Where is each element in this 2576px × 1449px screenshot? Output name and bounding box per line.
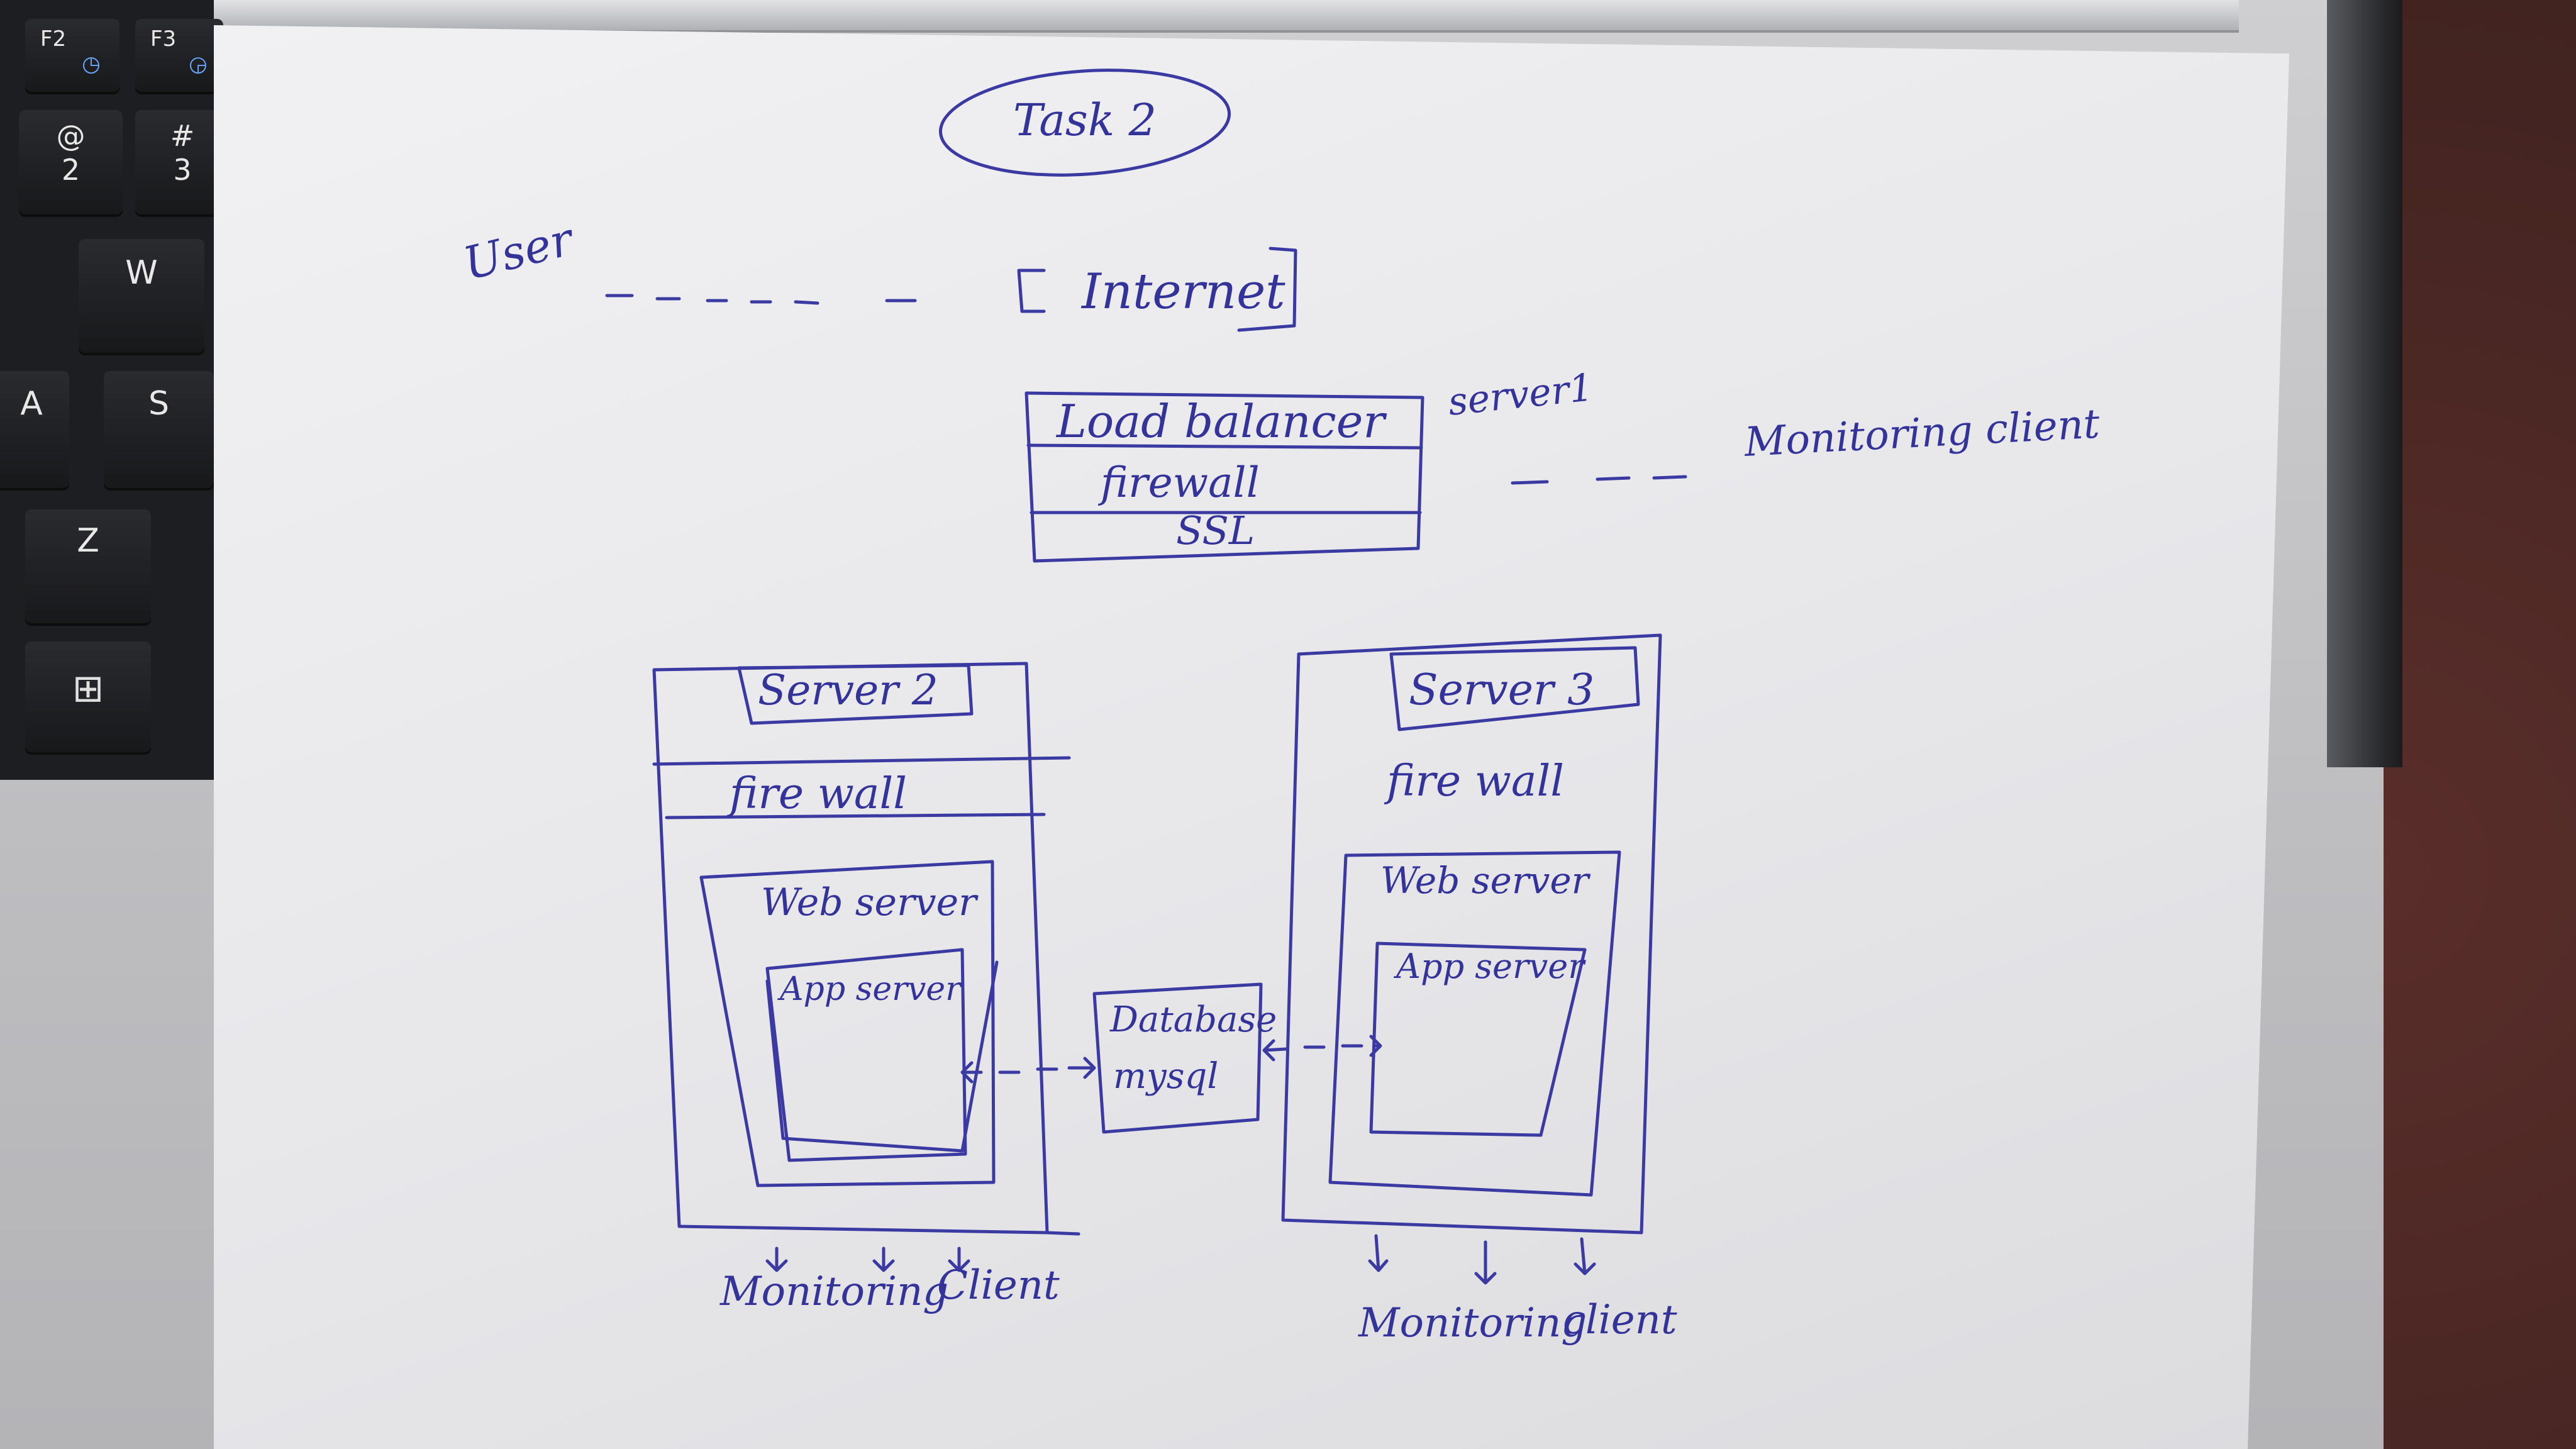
server3-client: client [1563,1297,1677,1343]
server3-label: Server 3 [1409,665,1594,715]
key-label-bottom: 2 [61,153,80,187]
server3-webserver: Web server [1380,859,1591,902]
layer-load-balancer: Load balancer [1055,395,1387,448]
server2-firewall-top [652,756,1071,766]
server3-arrow-1 [1368,1234,1389,1272]
paper-sheet [214,25,2289,1449]
key-label: F2 [40,26,67,52]
key-w: W [79,239,204,355]
layer-firewall: firewall [1097,458,1260,507]
server1-monitoring-link [1511,475,1687,485]
server2-arrow-2 [872,1246,895,1272]
server2-arrow-3 [948,1246,970,1272]
key-label-bottom: 3 [173,153,192,187]
key-label-top: @ [56,119,86,153]
server2-appserver: App server [777,970,963,1008]
key-label: S [148,385,169,423]
server3-firewall: fire wall [1384,757,1564,806]
key-2: @ 2 [19,110,123,217]
key-label: W [125,254,158,292]
key-f2: F2 ◷ [25,19,119,94]
internet-bracket-right [1237,247,1297,332]
key-z: Z [25,509,151,626]
server2-frame-tail [1045,1231,1080,1236]
server1-label: server1 [1446,365,1595,425]
database-label: Database [1109,999,1277,1040]
diagram-title: Task 2 [1013,94,1157,146]
windows-logo-icon: ⊞ [72,667,104,711]
server2-label-box [737,663,974,725]
user-internet-link [605,294,917,305]
key-label: F3 [150,26,177,52]
server2-client: Client [937,1262,1060,1309]
clock-icon: ◷ [82,52,101,77]
server2-appserver-inner [765,960,999,1153]
server3-appserver-box [1369,941,1587,1137]
key-windows: ⊞ [25,641,151,755]
server2-label: Server 2 [758,666,938,714]
layer-ssl: SSL [1176,508,1255,553]
server2-firewall: fire wall [726,769,907,819]
server2-webserver: Web server [761,880,979,924]
server2-arrow-1 [765,1246,788,1272]
server3-arrow-2 [1474,1240,1497,1285]
server1-monitoring-label: Monitoring client [1743,401,2101,466]
key-label-top: # [170,119,195,153]
server3-webserver-box [1328,850,1621,1197]
server2-db-link [960,1057,1096,1084]
database-engine: mysql [1113,1056,1218,1097]
key-f3: F3 ◶ [135,19,223,94]
server1-box [1024,391,1424,563]
laptop-hinge [214,0,2239,33]
internet-label: Internet [1080,264,1285,320]
key-label: A [20,385,43,423]
server3-appserver: App server [1393,947,1586,986]
key-s: S [104,371,214,491]
server3-label-box [1389,646,1640,731]
laptop-screen-edge [2327,0,2402,767]
server2-appserver-box [765,948,967,1162]
server1-divider-1 [1026,443,1423,450]
server2-monitoring: Monitoring [719,1269,948,1315]
check-icon: ◶ [189,52,208,77]
server3-arrow-3 [1574,1237,1596,1275]
internet-bracket-left [1017,269,1046,313]
db-server3-link [1262,1035,1382,1062]
server3-frame [1281,633,1662,1235]
server2-webserver-box [699,860,996,1187]
key-a: A [0,371,69,491]
key-label: Z [77,522,99,560]
title-oval [938,69,1231,177]
server2-firewall-bottom [665,813,1046,819]
server3-monitoring: Monitoring [1358,1300,1587,1346]
user-label: User [458,212,580,291]
keyboard: F2 ◷ F3 ◶ @ 2 # 3 W A S Z ⊞ [0,0,230,780]
database-box [1092,982,1263,1134]
